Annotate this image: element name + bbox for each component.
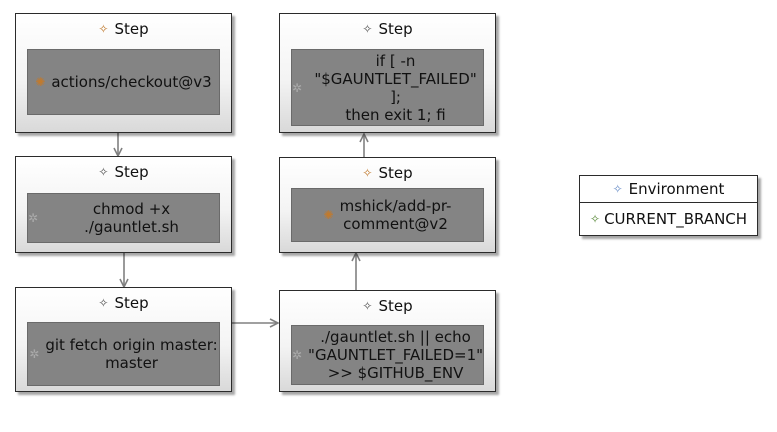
step-node-gauntlet-run[interactable]: ✧ Step ✲ ./gauntlet.sh || echo "GAUNTLET… [279, 290, 496, 392]
sparkle-icon: ✧ [98, 296, 109, 310]
step-command-box: ✲ ./gauntlet.sh || echo "GAUNTLET_FAILED… [291, 325, 484, 385]
step-header: ✧ Step [280, 164, 495, 182]
environment-attribute[interactable]: ✧ CURRENT_BRANCH [580, 203, 757, 235]
sparkle-icon: ✧ [98, 22, 109, 36]
step-command-text: if [ -n "$GAUNTLET_FAILED" ]; then exit … [314, 51, 477, 124]
step-header: ✧ Step [16, 20, 231, 38]
sparkle-icon: ✧ [362, 166, 373, 180]
sparkle-green-icon: ✧ [590, 212, 601, 226]
step-header-label: Step [114, 294, 149, 312]
sparkle-outline-icon: ✲ [28, 211, 39, 225]
step-header: ✧ Step [16, 294, 231, 312]
sparkle-outline-icon: ✲ [291, 348, 303, 362]
gear-icon: ✺ [35, 75, 46, 89]
step-command-box: ✲ if [ -n "$GAUNTLET_FAILED" ]; then exi… [291, 49, 484, 126]
step-command-box: ✲ chmod +x ./gauntlet.sh [27, 193, 220, 243]
step-header-label: Step [114, 163, 149, 181]
sparkle-icon: ✧ [98, 165, 109, 179]
step-node-chmod[interactable]: ✧ Step ✲ chmod +x ./gauntlet.sh [15, 156, 232, 253]
gear-icon: ✺ [323, 208, 334, 222]
step-header: ✧ Step [280, 20, 495, 38]
step-header-label: Step [378, 20, 413, 38]
step-command-box: ✺ actions/checkout@v3 [27, 49, 220, 115]
step-command-text: git fetch origin master: master [45, 336, 218, 372]
step-command-box: ✺ mshick/add-pr- comment@v2 [291, 188, 484, 242]
environment-node[interactable]: ✧ Environment ✧ CURRENT_BRANCH [579, 175, 758, 236]
step-command-text: mshick/add-pr- comment@v2 [339, 197, 452, 233]
environment-header: ✧ Environment [580, 176, 757, 203]
step-node-exit-check[interactable]: ✧ Step ✲ if [ -n "$GAUNTLET_FAILED" ]; t… [279, 13, 496, 133]
step-command-box: ✲ git fetch origin master: master [27, 322, 220, 386]
step-command-text: ./gauntlet.sh || echo "GAUNTLET_FAILED=1… [308, 328, 484, 382]
step-header: ✧ Step [280, 297, 495, 315]
step-node-add-pr-comment[interactable]: ✧ Step ✺ mshick/add-pr- comment@v2 [279, 157, 496, 253]
sparkle-outline-icon: ✲ [292, 80, 303, 95]
step-header-label: Step [378, 297, 413, 315]
step-header-label: Step [114, 20, 149, 38]
step-header-label: Step [378, 164, 413, 182]
step-node-git-fetch[interactable]: ✧ Step ✲ git fetch origin master: master [15, 287, 232, 392]
sparkle-outline-icon: ✲ [29, 347, 40, 361]
step-command-text: chmod +x ./gauntlet.sh [84, 200, 179, 236]
sparkle-blue-icon: ✧ [612, 182, 623, 196]
step-header: ✧ Step [16, 163, 231, 181]
environment-attribute-label: CURRENT_BRANCH [604, 210, 748, 228]
environment-title: Environment [628, 180, 725, 198]
sparkle-icon: ✧ [362, 22, 373, 36]
step-node-checkout[interactable]: ✧ Step ✺ actions/checkout@v3 [15, 13, 232, 133]
sparkle-icon: ✧ [362, 299, 373, 313]
step-command-text: actions/checkout@v3 [51, 73, 212, 91]
